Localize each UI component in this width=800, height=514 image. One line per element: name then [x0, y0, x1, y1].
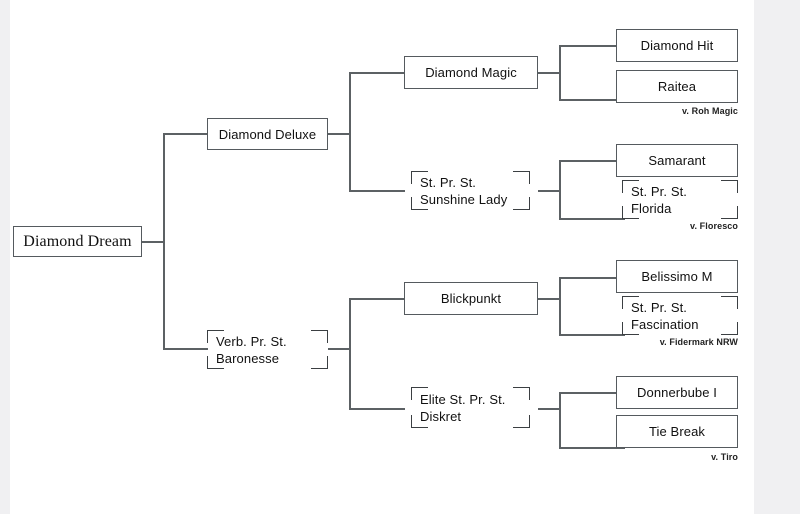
node-diamond-hit[interactable]: Diamond Hit — [616, 29, 738, 62]
node-label-line2: Diskret — [420, 408, 462, 424]
node-blickpunkt[interactable]: Blickpunkt — [404, 282, 538, 315]
connector-spine-gen2 — [163, 133, 165, 349]
annotation-group-1: v. Roh Magic — [681, 106, 738, 116]
node-label: Diamond Deluxe — [218, 126, 317, 142]
node-st-pr-st-florida[interactable]: St. Pr. St. Florida — [622, 180, 738, 219]
bracket-corner-top-right — [721, 296, 738, 309]
node-label-line1: St. Pr. St. — [420, 174, 477, 190]
node-belissimo-m[interactable]: Belissimo M — [616, 260, 738, 293]
annotation-group-2: v. Floresco — [690, 221, 738, 231]
node-label: Raitea — [657, 79, 697, 94]
bracket-corner-top-right — [513, 171, 530, 184]
node-samarant[interactable]: Samarant — [616, 144, 738, 177]
annotation-group-3: v. Fidermark NRW — [659, 337, 738, 347]
node-label-line2: Florida — [631, 200, 672, 216]
connector-gen4-2-bottom — [559, 218, 625, 220]
connector-gen4-4-top — [559, 392, 625, 394]
connector-gen4-3-top — [559, 277, 625, 279]
node-label: Tie Break — [648, 424, 706, 439]
node-label: Diamond Dream — [23, 233, 132, 250]
connector-baronesse-stub — [328, 348, 350, 350]
bracket-corner-bottom-right — [513, 415, 530, 428]
node-label-line2: Sunshine Lady — [420, 191, 508, 207]
bracket-corner-top-right — [513, 387, 530, 400]
connector-spine-gen3-b — [349, 298, 351, 409]
node-verb-pr-st-baronesse[interactable]: Verb. Pr. St. Baronesse — [207, 330, 328, 369]
node-label-line1: St. Pr. St. — [631, 299, 688, 315]
node-elite-st-pr-st-diskret[interactable]: Elite St. Pr. St. Diskret — [411, 387, 530, 428]
bracket-corner-top-right — [311, 330, 328, 343]
node-label: Donnerbube I — [637, 385, 717, 400]
connector-spine-gen4-2 — [559, 160, 561, 219]
bracket-corner-bottom-right — [513, 197, 530, 210]
node-label: Belissimo M — [641, 269, 713, 284]
connector-gen4-4-bottom — [559, 447, 625, 449]
connector-spine-gen3-a — [349, 72, 351, 191]
node-tie-break[interactable]: Tie Break — [616, 415, 738, 448]
node-st-pr-st-fascination[interactable]: St. Pr. St. Fascination — [622, 296, 738, 335]
connector-deluxe-stub — [328, 133, 350, 135]
bracket-corner-bottom-right — [311, 356, 328, 369]
connector-magic-stub — [538, 72, 560, 74]
connector-spine-gen4-4 — [559, 392, 561, 448]
node-label: Diamond Hit — [640, 38, 714, 53]
node-donnerbube-i[interactable]: Donnerbube I — [616, 376, 738, 409]
node-diamond-magic[interactable]: Diamond Magic — [404, 56, 538, 89]
pedigree-chart: Diamond Dream Diamond Deluxe Verb. Pr. S… — [10, 0, 754, 514]
node-label-line1: St. Pr. St. — [631, 183, 688, 199]
connector-gen4-2-top — [559, 160, 625, 162]
connector-gen2-top — [163, 133, 208, 135]
node-label: Blickpunkt — [440, 291, 502, 306]
connector-gen3-b-top — [349, 298, 405, 300]
node-label-line1: Elite St. Pr. St. — [420, 391, 506, 407]
bracket-corner-bottom-right — [721, 206, 738, 219]
connector-gen4-1-bottom — [559, 99, 625, 101]
connector-gen3-a-top — [349, 72, 405, 74]
node-raitea[interactable]: Raitea — [616, 70, 738, 103]
node-label-line2: Fascination — [631, 316, 699, 332]
connector-spine-gen4-3 — [559, 277, 561, 335]
node-label: Samarant — [648, 153, 706, 168]
connector-diskret-stub — [538, 408, 560, 410]
node-diamond-dream[interactable]: Diamond Dream — [13, 226, 142, 257]
node-label-line2: Baronesse — [216, 350, 280, 366]
node-label: Diamond Magic — [425, 65, 517, 80]
connector-spine-gen4-1 — [559, 45, 561, 100]
connector-sunshine-stub — [538, 190, 560, 192]
connector-blickpunkt-stub — [538, 298, 560, 300]
bracket-corner-bottom-right — [721, 322, 738, 335]
node-st-pr-st-sunshine-lady[interactable]: St. Pr. St. Sunshine Lady — [411, 171, 530, 210]
node-label-line1: Verb. Pr. St. — [216, 333, 287, 349]
connector-gen3-b-bottom — [349, 408, 405, 410]
bracket-corner-top-right — [721, 180, 738, 193]
connector-root-stub — [142, 241, 164, 243]
connector-gen2-bottom — [163, 348, 208, 350]
connector-gen4-3-bottom — [559, 334, 625, 336]
connector-gen3-a-bottom — [349, 190, 405, 192]
annotation-group-4: v. Tiro — [711, 452, 738, 462]
node-diamond-deluxe[interactable]: Diamond Deluxe — [207, 118, 328, 150]
connector-gen4-1-top — [559, 45, 625, 47]
